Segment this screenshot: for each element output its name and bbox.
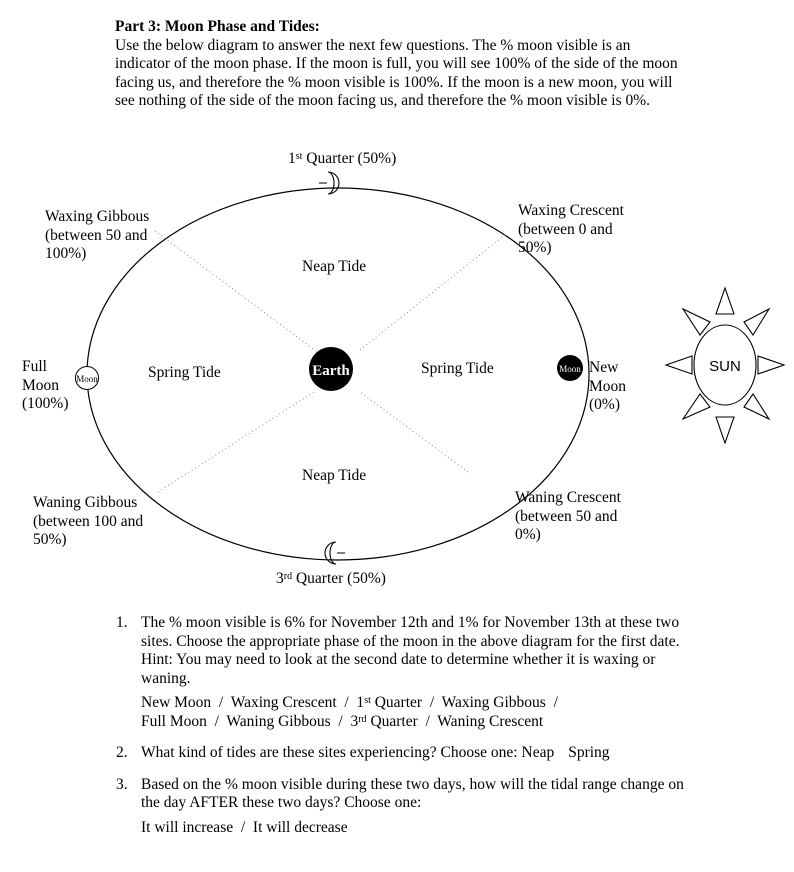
question-3: 3. Based on the % moon visible during th…	[116, 776, 686, 838]
divider-lower-right	[359, 391, 469, 473]
question-text: What kind of tides are these sites exper…	[141, 744, 610, 761]
moon-label-new: Moon	[559, 364, 581, 374]
earth-label: Earth	[312, 363, 350, 379]
tidal-range-options[interactable]: It will increase / It will decrease	[141, 818, 348, 836]
intro-paragraph: Use the below diagram to answer the next…	[115, 36, 678, 110]
moon-label-full: Moon	[76, 374, 98, 384]
question-1: 1. The % moon visible is 6% for November…	[116, 614, 686, 731]
first-quarter-label: 1st Quarter (50%)	[288, 150, 397, 167]
part-title: Part 3: Moon Phase and Tides:	[115, 18, 320, 35]
waning-crescent-label: Waning Crescent (between 50 and 0%)	[515, 489, 621, 543]
waxing-gibbous-label: Waxing Gibbous (between 50 and 100%)	[45, 208, 150, 262]
spring-tide-left-label: Spring Tide	[148, 364, 221, 381]
first-quarter-moon-icon	[327, 171, 340, 195]
full-moon-label: Full Moon (100%)	[22, 358, 69, 412]
third-quarter-moon-icon	[324, 541, 337, 565]
question-2: 2. What kind of tides are these sites ex…	[116, 744, 686, 763]
divider-lower-left	[157, 391, 315, 493]
divider-upper-right	[359, 234, 506, 351]
sun-label: SUN	[709, 358, 741, 375]
neap-tide-bottom-label: Neap Tide	[302, 467, 367, 484]
earth-circle	[309, 347, 353, 391]
question-number: 3.	[116, 775, 128, 793]
question-number: 2.	[116, 744, 128, 761]
question-list: 1. The % moon visible is 6% for November…	[116, 614, 686, 850]
sun-icon	[664, 286, 786, 445]
waning-gibbous-label: Waning Gibbous (between 100 and 50%)	[33, 494, 144, 548]
new-moon-circle	[557, 355, 583, 381]
option-spring[interactable]: Spring	[568, 744, 610, 761]
question-number: 1.	[116, 614, 128, 631]
phase-options: New Moon / Waxing Crescent / 1st Quarter…	[141, 694, 558, 730]
new-moon-label: New Moon (0%)	[589, 359, 627, 413]
waxing-crescent-label: Waxing Crescent (between 0 and 50%)	[518, 202, 624, 256]
option-neap[interactable]: Neap	[521, 744, 555, 761]
full-moon-circle	[75, 366, 99, 390]
divider-upper-left	[154, 230, 317, 352]
question-text: Based on the % moon visible during these…	[141, 775, 684, 812]
question-text: The % moon visible is 6% for November 12…	[141, 614, 680, 687]
neap-tide-top-label: Neap Tide	[302, 258, 367, 275]
spring-tide-right-label: Spring Tide	[421, 360, 494, 377]
third-quarter-label: 3rd Quarter (50%)	[276, 570, 386, 587]
part-header: Part 3: Moon Phase and Tides: Use the be…	[115, 18, 685, 111]
